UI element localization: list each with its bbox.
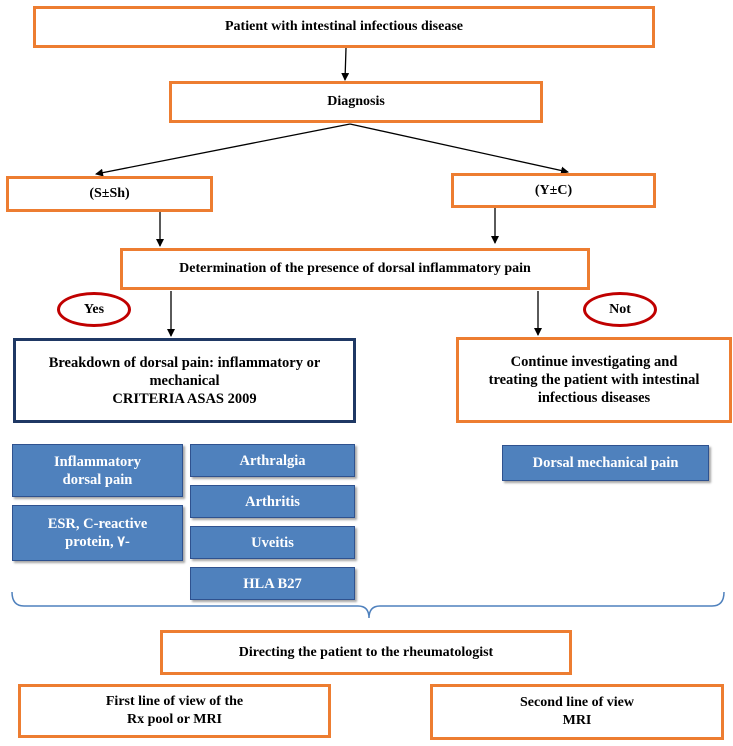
arthralgia-label: Arthralgia (239, 452, 306, 469)
breakdown-line3: CRITERIA ASAS 2009 (112, 390, 257, 407)
inflammatory-line2: dorsal pain (62, 471, 133, 488)
breakdown-line2: mechanical (149, 372, 220, 389)
hla-box: HLA B27 (190, 567, 355, 600)
uveitis-label: Uveitis (251, 534, 294, 551)
continue-line1: Continue investigating and (510, 354, 678, 370)
breakdown-line1: Breakdown of dorsal pain: inflammatory o… (48, 354, 321, 371)
continue-line2: treating the patient with intestinal (488, 372, 700, 388)
breakdown-box: Breakdown of dorsal pain: inflammatory o… (13, 338, 356, 423)
second-line1: Second line of view (520, 695, 634, 710)
directing-box: Directing the patient to the rheumatolog… (160, 630, 572, 675)
yes-label: Yes (83, 301, 105, 317)
diagnosis-label: Diagnosis (327, 94, 385, 109)
diagnosis-box: Diagnosis (169, 81, 543, 123)
arthralgia-box: Arthralgia (190, 444, 355, 477)
second-line2: MRI (562, 713, 592, 728)
arrow-diagnosis-right (349, 123, 569, 175)
arrow-patient-diagnosis (341, 47, 350, 81)
right-branch-box: (Y±C) (451, 173, 656, 208)
hla-label: HLA B27 (243, 575, 302, 592)
arthritis-label: Arthritis (245, 493, 300, 510)
inflammatory-line1: Inflammatory (54, 453, 141, 470)
not-label: Not (609, 301, 631, 317)
continue-box: Continue investigating and treating the … (456, 337, 732, 423)
esr-line1: ESR, C-reactive (47, 516, 148, 532)
not-oval: Not (583, 292, 657, 327)
mechanical-label: Dorsal mechanical pain (532, 455, 679, 471)
determination-box: Determination of the presence of dorsal … (120, 248, 590, 290)
second-line-box: Second line of view MRI (430, 684, 724, 740)
left-branch-box: (S±Sh) (6, 176, 213, 212)
first-line-box: First line of view of the Rx pool or MRI (18, 684, 331, 738)
inflammatory-pain-box: Inflammatory dorsal pain (12, 444, 183, 497)
yes-oval: Yes (57, 292, 131, 327)
arthritis-box: Arthritis (190, 485, 355, 518)
mechanical-pain-box: Dorsal mechanical pain (502, 445, 709, 481)
right-branch-label: (Y±C) (534, 182, 573, 198)
left-branch-label: (S±Sh) (89, 186, 130, 201)
first-line2: Rx pool or MRI (126, 712, 223, 727)
continue-line3: infectious diseases (537, 390, 651, 406)
brace (11, 591, 725, 619)
esr-line2: protein, ٧- (65, 534, 130, 550)
patient-box: Patient with intestinal infectious disea… (33, 6, 655, 48)
arrow-diagnosis-left (95, 123, 351, 177)
directing-label: Directing the patient to the rheumatolog… (238, 644, 494, 660)
esr-box: ESR, C-reactive protein, ٧- (12, 505, 183, 561)
determination-label: Determination of the presence of dorsal … (179, 261, 531, 276)
patient-label: Patient with intestinal infectious disea… (225, 19, 463, 34)
uveitis-box: Uveitis (190, 526, 355, 559)
first-line1: First line of view of the (105, 694, 244, 709)
